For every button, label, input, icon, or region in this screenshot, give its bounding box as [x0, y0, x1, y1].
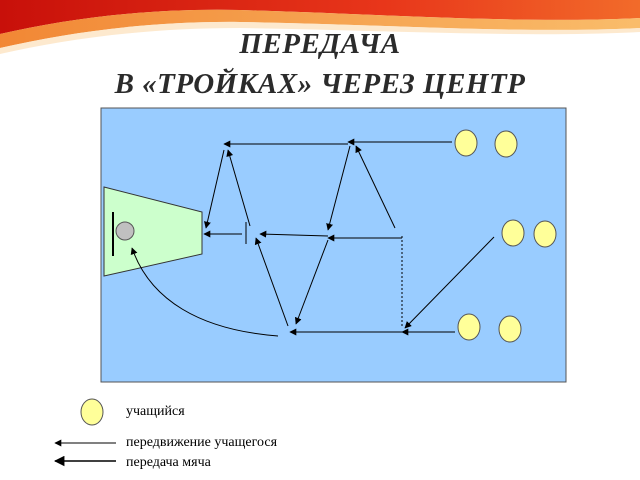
player-icon	[457, 313, 481, 341]
goal-zone	[103, 186, 203, 277]
legend-pass-label: передача мяча	[126, 455, 211, 470]
player-icon	[498, 315, 522, 343]
header-ribbon	[0, 0, 640, 54]
legend-movement-label: передвижение учащегося	[126, 435, 278, 450]
player-icon	[533, 220, 557, 248]
player-icon	[494, 130, 518, 158]
pass-arrows	[204, 145, 396, 327]
players	[454, 129, 557, 343]
ball-icon	[115, 221, 135, 241]
player-icon	[454, 129, 478, 157]
legend-student-icon	[80, 398, 104, 426]
title-line-1: ПЕРЕДАЧА	[239, 28, 401, 60]
legend	[53, 398, 116, 467]
title-line-2: В «ТРОЙКАХ» ЧЕРЕЗ ЦЕНТР	[114, 68, 526, 100]
legend-student-label: учащийся	[126, 404, 185, 419]
movement-arrows	[130, 138, 495, 337]
player-icon	[501, 219, 525, 247]
